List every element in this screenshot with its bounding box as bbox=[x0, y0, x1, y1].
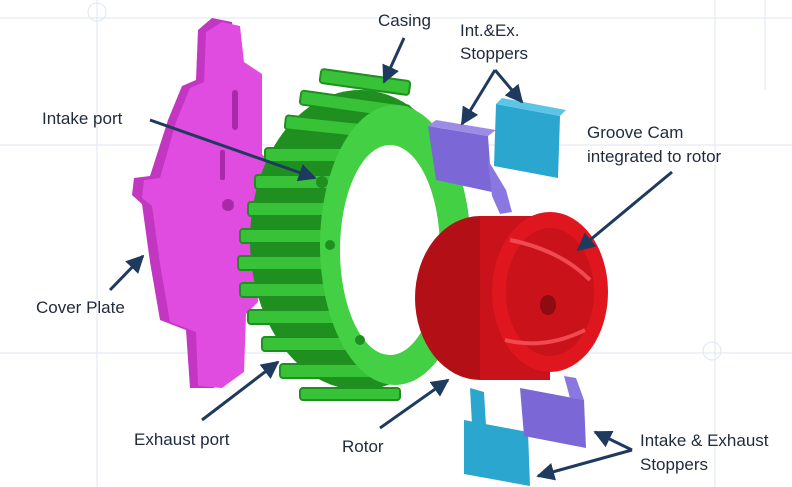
label-stoppers-top-line1: Int.&Ex. bbox=[460, 21, 520, 40]
arrow-casing bbox=[382, 37, 406, 84]
bottom-stoppers-part bbox=[464, 376, 586, 486]
top-stoppers-part bbox=[428, 98, 566, 214]
arrow-stopper-bottom-upper bbox=[593, 430, 633, 452]
label-stoppers-top-line2: Stoppers bbox=[460, 44, 529, 63]
arrows bbox=[108, 37, 673, 481]
arrow-groove-cam bbox=[576, 170, 673, 252]
arrow-stopper-top-right bbox=[493, 69, 524, 104]
arrow-stopper-top-left bbox=[460, 69, 497, 126]
arrow-rotor bbox=[379, 378, 450, 430]
arrow-cover-plate bbox=[108, 254, 145, 292]
label-rotor: Rotor bbox=[342, 437, 384, 456]
label-exhaust-port: Exhaust port bbox=[134, 430, 230, 449]
label-stoppers-bottom-line2: Stoppers bbox=[640, 455, 709, 474]
label-casing: Casing bbox=[378, 11, 431, 30]
label-cover-plate: Cover Plate bbox=[36, 298, 125, 317]
arrow-intake-port bbox=[149, 118, 317, 182]
label-groove-cam-line1: Groove Cam bbox=[587, 123, 684, 142]
label-intake-port: Intake port bbox=[42, 109, 123, 128]
arrow-exhaust-port bbox=[201, 360, 280, 422]
label-stoppers-bottom-line1: Intake & Exhaust bbox=[640, 431, 769, 450]
label-groove-cam-line2: integrated to rotor bbox=[587, 147, 722, 166]
rotor-part bbox=[415, 212, 608, 380]
cover-plate-part bbox=[132, 18, 270, 388]
arrow-stopper-bottom-lower bbox=[536, 448, 633, 481]
